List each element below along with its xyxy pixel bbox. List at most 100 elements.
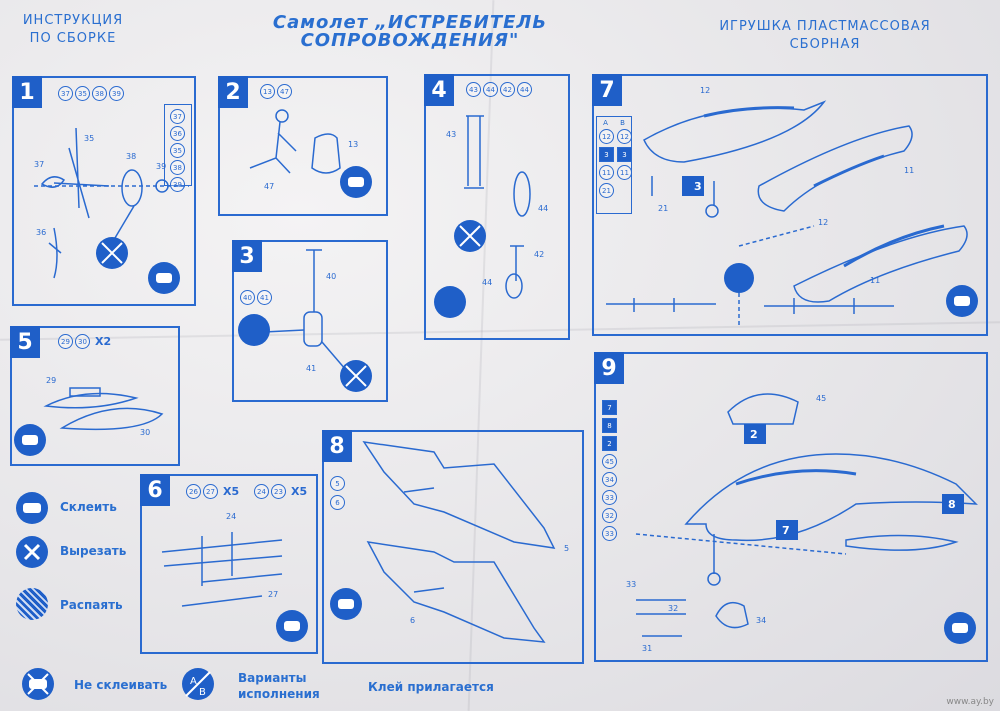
step-1-drawing [34,127,189,294]
part-circle: 33 [602,490,617,505]
legend-glue: Склеить [60,500,117,514]
cut-icon [16,536,48,568]
solder-icon [16,588,48,620]
part-circle: 32 [602,508,617,523]
part-label: 29 [46,376,57,385]
legend-variants-line-1: Варианты [238,671,307,685]
part-circle: 24 [254,484,269,499]
part-label: 41 [306,364,317,373]
part-circle: 41 [257,290,272,305]
legend-no-glue: Не склеивать [74,678,168,692]
part-label: 30 [140,428,151,437]
part-square: 2 [602,436,617,451]
part-square: 8 [602,418,617,433]
part-circle: 11 [599,165,614,180]
svg-text:B: B [199,687,206,698]
part-circle: 33 [602,526,617,541]
multiplier: X5 [291,485,308,498]
part-circle: 35 [170,143,185,158]
part-label: 11 [870,276,881,285]
step-9-parts: 7 8 2 45 34 33 32 33 [602,400,617,541]
step-6-parts-a: 26 27 X5 [186,484,239,499]
part-label: 11 [904,166,915,175]
sub-step-number: 3 [694,180,702,193]
part-label: 5 [564,544,570,553]
part-circle: 38 [92,86,107,101]
part-square: 3 [599,147,614,162]
step-9-number: 9 [594,352,624,384]
part-circle: 30 [75,334,90,349]
part-label: 39 [156,162,167,171]
part-label: 13 [348,140,359,149]
step-9-drawing [635,393,978,644]
step-4-parts: 43 44 42 44 [466,82,532,97]
step-1-parts: 37 35 38 39 [58,86,124,101]
part-circle: 13 [260,84,275,99]
part-label: 27 [268,590,279,599]
step-5-parts: 29 30 X2 [58,334,111,349]
legend-variants: Варианты исполнения [238,670,320,702]
part-circle: 36 [170,126,185,141]
step-2-parts: 13 47 [260,84,292,99]
part-circle: 37 [170,109,185,124]
step-3-drawing [238,249,372,392]
variant-b: B [620,119,625,127]
part-circle: 35 [75,86,90,101]
step-4-drawing [434,115,531,318]
part-label: 35 [84,134,95,143]
part-circle: 11 [617,165,632,180]
step-7-number: 7 [592,74,622,106]
part-circle: 39 [170,177,185,192]
step-6-panel: 6 26 27 X5 24 23 X5 24 27 [140,474,318,654]
step-2-drawing [249,109,372,198]
part-circle: 6 [330,495,345,510]
variant-a: A [603,119,608,127]
part-circle: 27 [203,484,218,499]
part-circle: 38 [170,160,185,175]
part-label: 6 [410,616,416,625]
step-5-number: 5 [10,326,40,358]
part-label: 38 [126,152,137,161]
step-7-drawing [606,100,978,326]
header-right: ИГРУШКА ПЛАСТМАССОВАЯ СБОРНАЯ [700,18,950,54]
legend-cut: Вырезать [60,544,127,558]
step-1-panel: 1 37 35 38 39 37 36 35 38 39 [12,76,196,306]
part-label: 32 [668,604,679,613]
step-6-drawing [161,532,308,642]
part-circle: 23 [271,484,286,499]
step-1-side-parts: 37 36 35 38 39 [164,104,192,192]
step-3-number: 3 [232,240,262,272]
part-label: 42 [534,250,545,259]
glue-included-note: Клей прилагается [368,680,494,694]
step-4-panel: 4 43 44 42 44 43 44 42 44 [424,74,570,340]
part-label: 37 [34,160,45,169]
part-circle: 12 [599,129,614,144]
part-circle: 21 [599,183,614,198]
part-square: 7 [602,400,617,415]
part-circle: 37 [58,86,73,101]
part-circle: 42 [500,82,515,97]
step-2-panel: 2 13 47 47 13 [218,76,388,216]
header-left: ИНСТРУКЦИЯ ПО СБОРКЕ [8,12,138,48]
step-6-number: 6 [140,474,170,506]
step-5-drawing [14,387,164,456]
step-8-number: 8 [322,430,352,462]
step-3-panel: 3 40 41 40 41 [232,240,388,402]
sub-step-number: 7 [782,524,790,537]
part-circle: 45 [602,454,617,469]
header-right-line-2: СБОРНАЯ [789,37,861,52]
part-circle: 44 [517,82,532,97]
part-label: 33 [626,580,637,589]
multiplier: X5 [223,485,240,498]
part-circle: 26 [186,484,201,499]
part-circle: 44 [483,82,498,97]
step-4-number: 4 [424,74,454,106]
part-square: 3 [617,147,632,162]
no-glue-icon [22,668,54,700]
step-2-number: 2 [218,76,248,108]
step-1-number: 1 [12,76,42,108]
step-9-panel: 9 7 8 2 45 34 33 32 33 [594,352,988,662]
part-circle: 34 [602,472,617,487]
